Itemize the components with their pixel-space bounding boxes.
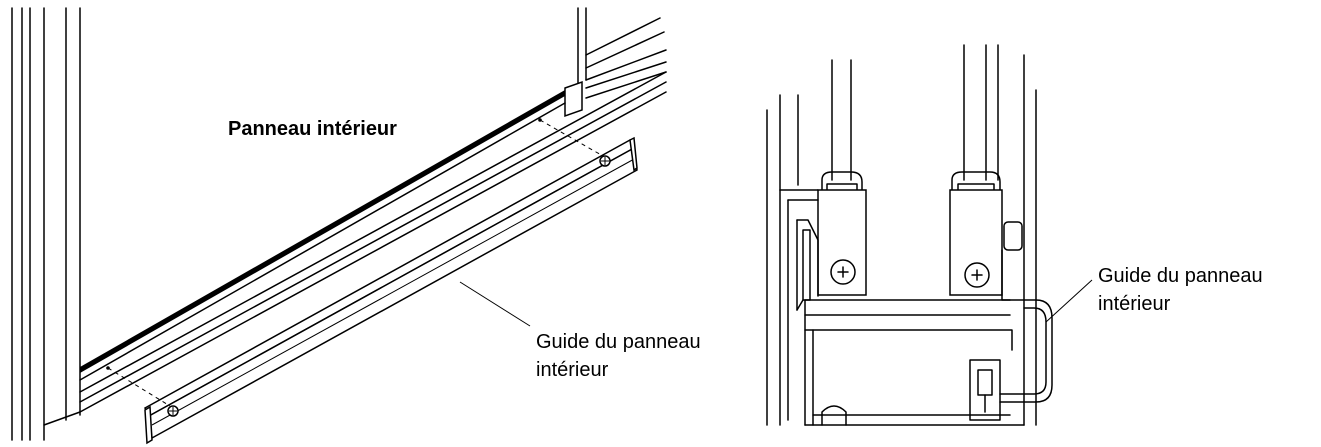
alignment-lines [106,118,604,407]
inner-panel-guide-curved [999,299,1053,403]
bottom-track-extrusion [804,299,1025,426]
block-screws [830,259,990,288]
upper-track-lines [585,17,667,99]
label-guide-right-line2: intérieur [1098,293,1171,315]
left-frame-jamb [11,7,81,441]
inner-panel-guide-rail [144,136,638,445]
label-guide-left-line1: Guide du panneau [536,331,701,353]
right-figure-cross-section: Guide du panneau intérieur [766,44,1263,426]
inner-panel-bottom-rail [43,71,667,426]
left-sash-profile [779,189,819,426]
glass-panes [797,44,999,186]
label-inner-panel: Panneau intérieur [228,118,397,140]
guide-leader-line-left [459,281,531,327]
left-figure-perspective: Panneau intérieur Guide du panneau intér… [11,7,701,445]
guide-screws [167,155,611,417]
section-outer-frame [766,54,1037,426]
glazing-clips [821,171,1001,193]
right-weather-strip [1001,221,1025,301]
label-guide-left-line2: intérieur [536,359,609,381]
panel-stile [564,7,587,118]
guide-leader-line-right [1045,279,1093,323]
label-guide-right-line1: Guide du panneau [1098,265,1263,287]
